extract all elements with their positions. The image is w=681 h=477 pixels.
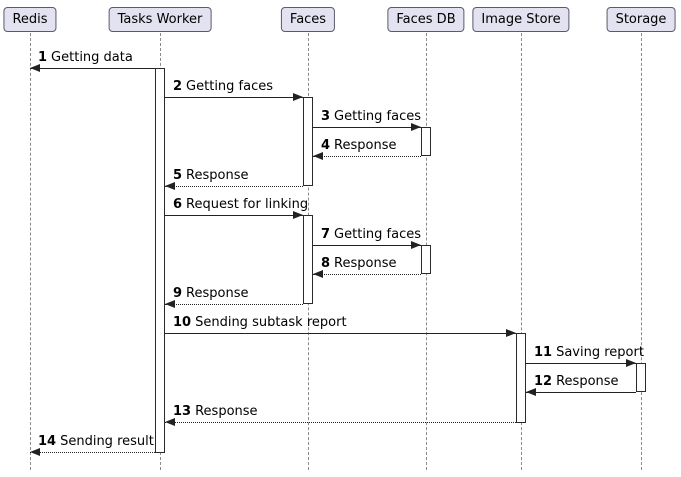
lifeline-storage <box>640 33 642 470</box>
message-line-2 <box>165 97 303 98</box>
message-number: 14 <box>38 434 57 449</box>
arrowhead-7 <box>411 241 421 249</box>
message-line-13 <box>165 422 516 423</box>
arrowhead-12 <box>526 388 536 396</box>
activation-bar-faces_db <box>421 245 431 274</box>
message-text: Response <box>186 168 249 183</box>
participant-faces_db: Faces DB <box>387 7 465 32</box>
message-text: Sending subtask report <box>195 315 347 330</box>
participant-image_store: Image Store <box>472 7 570 32</box>
arrowhead-5 <box>165 182 175 190</box>
message-text: Saving report <box>556 345 644 360</box>
message-number: 2 <box>173 79 183 94</box>
arrowhead-4 <box>313 152 323 160</box>
arrowhead-14 <box>30 448 40 456</box>
message-text: Getting data <box>51 50 133 65</box>
message-text: Getting faces <box>334 109 422 124</box>
message-line-6 <box>165 215 303 216</box>
message-line-7 <box>313 245 421 246</box>
activation-bar-faces <box>303 97 313 186</box>
message-line-5 <box>165 186 303 187</box>
message-line-12 <box>526 392 636 393</box>
message-number: 13 <box>173 404 192 419</box>
participant-faces: Faces <box>280 7 336 32</box>
message-text: Response <box>556 374 619 389</box>
message-line-10 <box>165 333 516 334</box>
message-number: 3 <box>321 109 331 124</box>
message-text: Response <box>334 256 397 271</box>
arrowhead-6 <box>293 211 303 219</box>
message-number: 12 <box>534 374 553 389</box>
activation-bar-tasks_worker <box>155 68 165 453</box>
message-text: Getting faces <box>334 227 422 242</box>
lifeline-redis <box>29 33 31 470</box>
activation-bar-faces_db <box>421 127 431 156</box>
message-line-4 <box>313 156 421 157</box>
message-line-8 <box>313 274 421 275</box>
message-text: Response <box>334 138 397 153</box>
participant-redis: Redis <box>3 7 57 32</box>
activation-bar-faces <box>303 215 313 304</box>
message-line-3 <box>313 127 421 128</box>
message-line-14 <box>30 452 155 453</box>
arrowhead-11 <box>626 359 636 367</box>
arrowhead-1 <box>30 64 40 72</box>
message-number: 5 <box>173 168 183 183</box>
participant-tasks_worker: Tasks Worker <box>108 7 212 32</box>
activation-bar-image_store <box>516 333 526 423</box>
message-line-9 <box>165 304 303 305</box>
arrowhead-2 <box>293 93 303 101</box>
message-line-11 <box>526 363 636 364</box>
activation-bar-storage <box>636 363 646 392</box>
arrowhead-13 <box>165 418 175 426</box>
arrowhead-9 <box>165 300 175 308</box>
participant-storage: Storage <box>606 7 676 32</box>
message-number: 4 <box>321 138 331 153</box>
message-number: 6 <box>173 197 183 212</box>
message-text: Sending result <box>60 434 154 449</box>
message-number: 11 <box>534 345 553 360</box>
message-line-1 <box>30 68 155 69</box>
arrowhead-3 <box>411 123 421 131</box>
message-text: Response <box>195 404 258 419</box>
lifeline-image_store <box>520 33 522 470</box>
message-text: Getting faces <box>186 79 274 94</box>
message-number: 8 <box>321 256 331 271</box>
arrowhead-10 <box>506 329 516 337</box>
arrowhead-8 <box>313 270 323 278</box>
message-number: 7 <box>321 227 331 242</box>
message-number: 1 <box>38 50 48 65</box>
message-text: Response <box>186 286 249 301</box>
message-number: 10 <box>173 315 192 330</box>
message-number: 9 <box>173 286 183 301</box>
message-text: Request for linking <box>186 197 309 212</box>
